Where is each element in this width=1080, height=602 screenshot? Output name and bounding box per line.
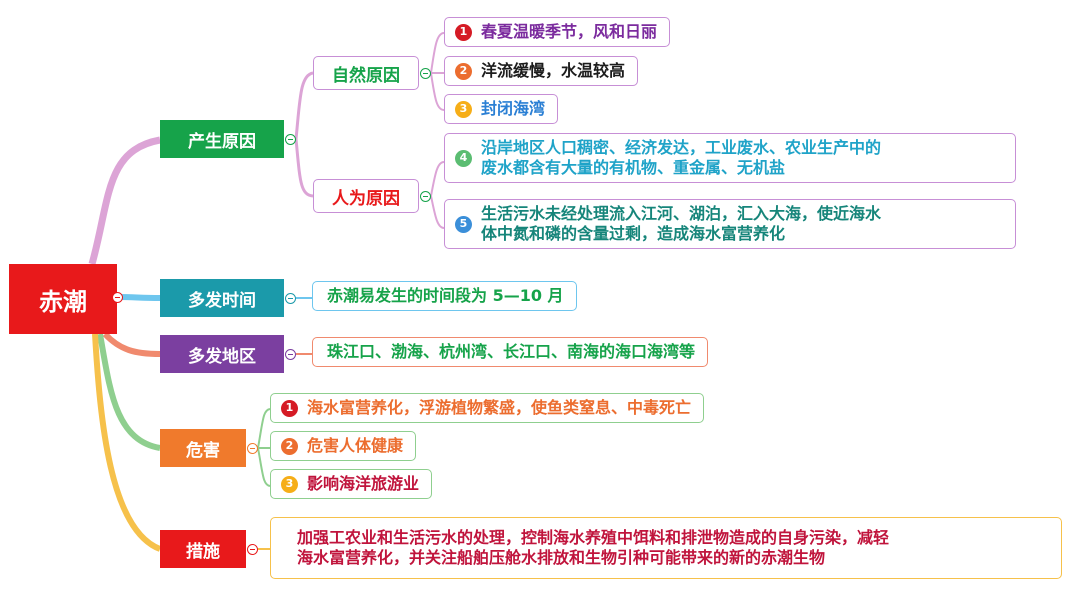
leaf-natural-3[interactable]: 3 封闭海湾 [444,94,559,124]
leaf-text: 洋流缓慢，水温较高 [481,61,626,80]
leaf-text-line1: 生活污水未经处理流入江河、湖泊，汇入大海，使近海水 [481,204,882,223]
branch-harm-label: 危害 [186,440,220,461]
connector-cause-natural [294,71,314,140]
subbranch-natural[interactable]: 自然原因 [313,56,419,90]
leaf-text-line1: 加强工农业和生活污水的处理，控制海水养殖中饵料和排泄物造成的自身污染，减轻 [297,528,890,547]
number-badge-3: 3 [281,475,298,493]
collapse-toggle-harm[interactable] [247,443,258,454]
leaf-text-block: 生活污水未经处理流入江河、湖泊，汇入大海，使近海水 体中氮和磷的含量过剩，造成海… [481,204,881,244]
collapse-toggle-root[interactable] [112,292,123,303]
leaf-text: 春夏温暖季节，风和日丽 [481,22,658,41]
connector-root-region [102,331,161,357]
connector-harm-item3 [257,447,271,487]
connector-root-cause [88,136,161,265]
leaf-harm-1[interactable]: 1 海水富营养化，浮游植物繁盛，使鱼类窒息、中毒死亡 [270,393,705,423]
number-badge-3: 3 [455,100,472,118]
subbranch-natural-label: 自然原因 [332,65,400,86]
leaf-natural-2[interactable]: 2 洋流缓慢，水温较高 [444,56,639,86]
collapse-toggle-human[interactable] [420,191,431,202]
branch-time-label: 多发时间 [188,290,256,311]
number-badge-2: 2 [281,437,298,455]
branch-measure-label: 措施 [186,541,220,562]
connector-natural-item1 [430,32,445,74]
collapse-toggle-cause[interactable] [285,134,296,145]
leaf-text-line1: 沿岸地区人口稠密、经济发达，工业废水、农业生产中的 [481,138,882,157]
collapse-toggle-time[interactable] [285,293,296,304]
branch-time[interactable]: 多发时间 [160,279,284,317]
collapse-toggle-measure[interactable] [247,544,258,555]
subbranch-human-label: 人为原因 [332,188,400,209]
branch-cause-label: 产生原因 [188,131,256,152]
leaf-text: 影响海洋旅游业 [307,474,420,493]
leaf-human-4[interactable]: 4 沿岸地区人口稠密、经济发达，工业废水、农业生产中的 废水都含有大量的有机物、… [444,133,1016,183]
leaf-text-block: 加强工农业和生活污水的处理，控制海水养殖中饵料和排泄物造成的自身污染，减轻 海水… [297,528,889,568]
connector-cause-human [294,138,314,198]
branch-cause[interactable]: 产生原因 [160,120,284,158]
collapse-toggle-natural[interactable] [420,68,431,79]
leaf-text-block: 沿岸地区人口稠密、经济发达，工业废水、农业生产中的 废水都含有大量的有机物、重金… [481,138,881,178]
number-badge-5: 5 [455,215,472,233]
leaf-harm-2[interactable]: 2 危害人体健康 [270,431,417,461]
leaf-text: 海水富营养化，浮游植物繁盛，使鱼类窒息、中毒死亡 [307,398,692,417]
root-topic[interactable]: 赤潮 [9,264,117,334]
connector-natural-item3 [430,72,445,111]
branch-region[interactable]: 多发地区 [160,335,284,373]
leaf-natural-1[interactable]: 1 春夏温暖季节，风和日丽 [444,17,671,47]
connector-human-item4 [430,161,445,197]
leaf-text: 危害人体健康 [307,436,404,455]
leaf-text-line2: 废水都含有大量的有机物、重金属、无机盐 [481,158,786,177]
branch-region-label: 多发地区 [188,346,256,367]
connector-human-item5 [430,195,445,229]
collapse-toggle-region[interactable] [285,349,296,360]
branch-measure[interactable]: 措施 [160,530,246,568]
connector-root-harm [97,333,161,451]
number-badge-2: 2 [455,62,472,80]
number-badge-1: 1 [455,23,472,41]
leaf-region[interactable]: 珠江口、渤海、杭州湾、长江口、南海的海口海湾等 [312,337,709,367]
leaf-text: 赤潮易发生的时间段为 5—10 月 [327,286,564,305]
connector-root-time [116,294,161,301]
root-label: 赤潮 [39,287,87,316]
number-badge-4: 4 [455,149,472,167]
leaf-harm-3[interactable]: 3 影响海洋旅游业 [270,469,433,499]
leaf-measure[interactable]: 加强工农业和生活污水的处理，控制海水养殖中饵料和排泄物造成的自身污染，减轻 海水… [270,517,1062,579]
number-badge-1: 1 [281,399,298,417]
branch-harm[interactable]: 危害 [160,429,246,467]
connector-root-measure [92,333,162,552]
leaf-text: 珠江口、渤海、杭州湾、长江口、南海的海口海湾等 [327,342,696,361]
leaf-time[interactable]: 赤潮易发生的时间段为 5—10 月 [312,281,577,311]
leaf-text-line2: 体中氮和磷的含量过剩，造成海水富营养化 [481,224,786,243]
subbranch-human[interactable]: 人为原因 [313,179,419,213]
connector-harm-item1 [257,408,271,449]
leaf-human-5[interactable]: 5 生活污水未经处理流入江河、湖泊，汇入大海，使近海水 体中氮和磷的含量过剩，造… [444,199,1016,249]
leaf-text-line2: 海水富营养化，并关注船舶压舱水排放和生物引种可能带来的新的赤潮生物 [297,548,826,567]
leaf-text: 封闭海湾 [481,99,546,118]
